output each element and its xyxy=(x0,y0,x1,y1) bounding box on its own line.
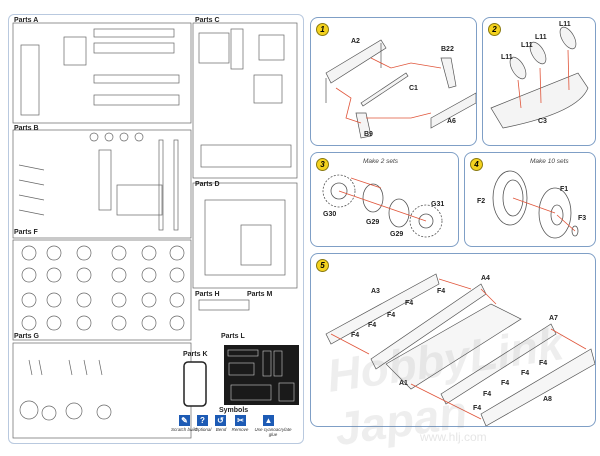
step-3-drawing xyxy=(322,174,443,238)
optional-icon: ? xyxy=(197,415,208,426)
part-label: G29 xyxy=(366,219,380,226)
part-label: L11 xyxy=(535,34,547,41)
part-label: B9 xyxy=(364,131,373,138)
part-label: C3 xyxy=(538,118,547,125)
step-3-panel: 3 Make 2 sets G30 G29 G29 G31 xyxy=(310,152,459,247)
part-label: F4 xyxy=(483,391,492,398)
part-label: G30 xyxy=(323,211,337,218)
step-5-drawing xyxy=(325,273,595,426)
part-label: A1 xyxy=(399,380,408,387)
symbol-label: Use cyanoacrylate glue xyxy=(254,427,292,437)
step-2-panel: 2 L11 L11 L11 L11 C3 xyxy=(482,17,596,146)
step-number: 4 xyxy=(470,158,483,171)
symbols-title: Symbols xyxy=(219,407,249,414)
part-label: B22 xyxy=(441,46,454,53)
step-4-panel: 4 Make 10 sets F2 F1 F3 xyxy=(464,152,596,247)
part-label: F2 xyxy=(477,198,486,205)
symbol-label: Scratch build xyxy=(170,427,197,432)
watermark-url: www.hlj.com xyxy=(420,430,487,444)
part-label: F1 xyxy=(560,186,569,193)
part-label: G31 xyxy=(431,201,445,208)
step-note: Make 2 sets xyxy=(363,158,399,165)
step-4-drawing xyxy=(492,170,579,239)
step-2-drawing xyxy=(490,26,589,129)
part-label: F4 xyxy=(539,360,548,367)
part-label: L11 xyxy=(501,54,513,61)
parts-h-label: Parts H xyxy=(195,291,220,298)
bend-icon: ↺ xyxy=(215,415,226,426)
sprue-drawings xyxy=(12,22,299,439)
parts-sheet: Parts A Parts B Parts C Parts D Parts F … xyxy=(8,14,304,444)
parts-d-label: Parts D xyxy=(195,181,220,188)
step-number: 3 xyxy=(316,158,329,171)
part-label: A6 xyxy=(447,118,456,125)
step-5-panel: 5 A3 A4 F4 F4 F4 F4 F4 A1 A7 F4 F4 F4 F4… xyxy=(310,253,596,427)
parts-b-label: Parts B xyxy=(14,125,39,132)
part-label: F4 xyxy=(405,300,414,307)
symbol-label: Optional xyxy=(194,427,212,432)
step-number: 1 xyxy=(316,23,329,36)
parts-a-label: Parts A xyxy=(14,17,39,24)
parts-m-label: Parts M xyxy=(247,291,273,298)
parts-f-label: Parts F xyxy=(14,229,38,236)
parts-c-label: Parts C xyxy=(195,17,220,24)
part-label: C1 xyxy=(409,85,418,92)
part-label: F4 xyxy=(368,322,377,329)
part-label: F3 xyxy=(578,215,587,222)
glue-icon: ▲ xyxy=(263,415,274,426)
parts-l-label: Parts L xyxy=(221,333,245,340)
part-label: A3 xyxy=(371,288,380,295)
step-number: 2 xyxy=(488,23,501,36)
step-1-panel: 1 A2 B22 C1 B9 A6 xyxy=(310,17,477,146)
part-label: L11 xyxy=(559,21,571,28)
part-label: L11 xyxy=(521,42,533,49)
step-number: 5 xyxy=(316,259,329,272)
part-label: F4 xyxy=(521,370,530,377)
part-label: F4 xyxy=(351,332,360,339)
step-note: Make 10 sets xyxy=(530,158,569,165)
part-label: G29 xyxy=(390,231,404,238)
parts-g-label: Parts G xyxy=(14,333,39,340)
scratch-build-icon: ✎ xyxy=(179,415,190,426)
part-label: F4 xyxy=(501,380,510,387)
part-label: A4 xyxy=(481,275,490,282)
part-label: F4 xyxy=(387,312,396,319)
remove-icon: ✂ xyxy=(235,415,246,426)
step-1-drawing xyxy=(325,39,476,139)
part-label: F4 xyxy=(473,405,482,412)
part-label: F4 xyxy=(437,288,446,295)
part-label: A2 xyxy=(351,38,360,45)
symbol-label: Remove xyxy=(231,427,249,432)
part-label: A7 xyxy=(549,315,558,322)
part-label: A8 xyxy=(543,396,552,403)
symbol-label: Bend xyxy=(215,427,227,432)
parts-k-label: Parts K xyxy=(183,351,208,358)
